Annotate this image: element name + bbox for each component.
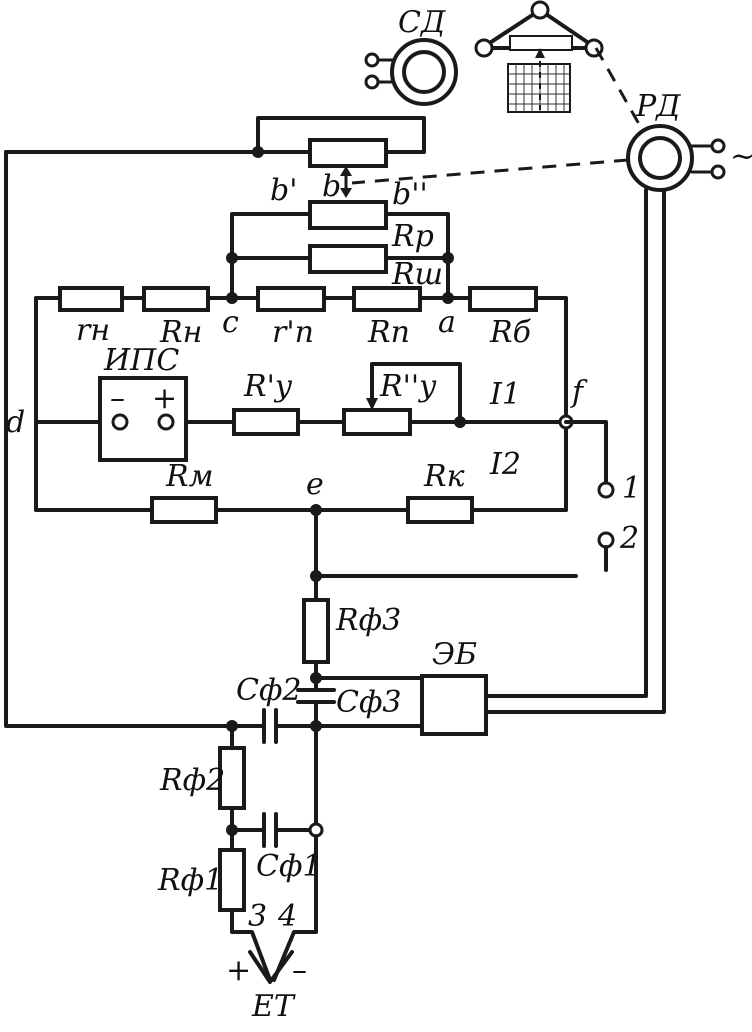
node-f-label: f <box>570 375 588 410</box>
sd-terminal-1 <box>364 52 380 68</box>
rpp-label: Rп <box>367 315 410 350</box>
resistor-rb <box>468 286 538 312</box>
resistor-rp-small <box>256 286 326 312</box>
node-c-label: c <box>222 305 239 340</box>
sd-terminal-2 <box>364 74 380 90</box>
thermocouple <box>248 950 294 984</box>
rd-terminal-2 <box>710 164 726 180</box>
rm-label: Rм <box>165 459 213 494</box>
terminal-3-label: 3 <box>248 899 267 934</box>
node-b-prime-label: b' <box>270 173 297 208</box>
slide-wire-resistor <box>308 138 388 168</box>
electronic-amplifier <box>420 674 488 736</box>
tc-minus-label: – <box>292 953 307 988</box>
current-i1-label: I1 <box>489 377 521 412</box>
ips-plus: + <box>152 381 177 416</box>
switch-terminal-2 <box>597 531 615 549</box>
eb-label: ЭБ <box>432 637 477 672</box>
resistor-rm <box>150 496 218 524</box>
resistor-rn <box>142 286 210 312</box>
ips-minus: – <box>110 381 125 416</box>
current-i2-label: I2 <box>489 447 521 482</box>
et-label: ET <box>251 989 296 1024</box>
rk-label: Rк <box>423 459 465 494</box>
synchronous-motor <box>364 38 458 106</box>
node-b-label: b <box>322 169 341 204</box>
resistor-rk <box>406 496 474 524</box>
sd-label: СД <box>398 5 446 40</box>
reversible-motor <box>626 124 726 192</box>
resistor-rf2 <box>218 746 246 810</box>
tc-plus-label: + <box>226 953 251 988</box>
resistor-rsh <box>308 244 388 274</box>
ips-label: ИПС <box>103 343 179 378</box>
switch-terminal-1 <box>597 481 615 499</box>
node-a-label: a <box>438 305 456 340</box>
terminal-1-label: 1 <box>622 471 641 506</box>
rd-label: РД <box>635 89 681 124</box>
node-e-label: e <box>306 467 324 502</box>
rp-label: Rp <box>391 219 434 254</box>
resistor-rp <box>308 200 388 230</box>
chart-recorder <box>474 0 604 113</box>
rn-label: Rн <box>159 315 202 350</box>
node-b-dprime-label: b'' <box>392 177 428 212</box>
cf2-label: Cф2 <box>236 673 302 708</box>
rf2-label: Rф2 <box>159 763 225 798</box>
resistor-rf3 <box>302 598 330 664</box>
rn-small-label: rн <box>76 313 110 348</box>
rd-terminal-1 <box>710 138 726 154</box>
rf3-label: Rф3 <box>335 603 401 638</box>
resistor-rpp <box>352 286 422 312</box>
resistor-ry2 <box>342 408 412 436</box>
resistor-rn-small <box>58 286 124 312</box>
resistor-rf1 <box>218 848 246 912</box>
terminal-2-label: 2 <box>619 521 639 556</box>
terminal-4-label: 4 <box>277 899 297 934</box>
resistor-ry1 <box>232 408 300 436</box>
ac-symbol: ~ <box>730 139 752 174</box>
cf1-label: Cф1 <box>256 849 322 884</box>
node-d-label: d <box>6 405 25 440</box>
rp-small-label: r'п <box>272 315 314 350</box>
ry2-label: R''y <box>379 369 437 404</box>
rb-label: Rб <box>489 315 532 350</box>
ry1-label: R'y <box>243 369 293 404</box>
rf1-label: Rф1 <box>157 863 223 898</box>
cf3-label: Cф3 <box>336 685 402 720</box>
